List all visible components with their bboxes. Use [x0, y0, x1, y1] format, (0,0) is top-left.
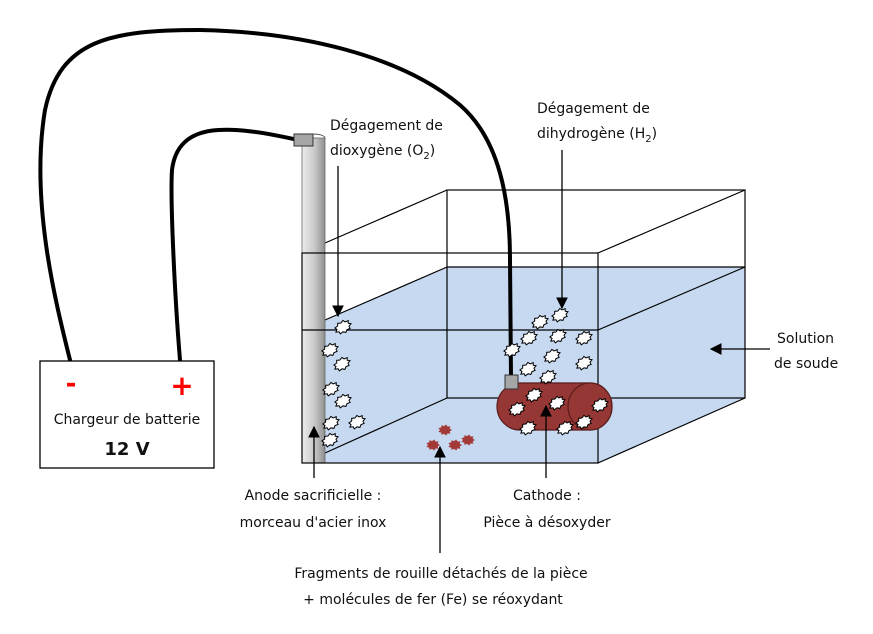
tank-front: [301, 252, 599, 464]
cathode-label: Cathode : Pièce à désoxyder: [483, 488, 610, 531]
tank-front-edge: [301, 252, 599, 464]
charger-plus-sign: +: [170, 369, 193, 402]
fragments-label-line2: + molécules de fer (Fe) se réoxydant: [303, 592, 563, 608]
wire-negative: [38, 27, 513, 380]
bubble-on-cathode: [548, 395, 566, 411]
bubble-anode: [322, 415, 340, 431]
cathode-label-line1: Cathode :: [513, 488, 581, 504]
bubble-hydrogen: [575, 355, 593, 371]
bubble-on-cathode: [508, 401, 526, 417]
cathode-label-line2: Pièce à désoxyder: [483, 515, 610, 531]
anode-connector: [293, 133, 314, 147]
hydrogen-label: Dégagement de dihydrogène (H2): [537, 101, 657, 145]
bubble-hydrogen: [549, 328, 567, 344]
bubble-hydrogen: [575, 330, 593, 346]
bubble-anode: [333, 356, 351, 372]
anode-label-line1: Anode sacrificielle :: [245, 488, 382, 504]
bubble-anode: [334, 393, 352, 409]
bubble-hydrogen: [519, 361, 537, 377]
solution-label-line1: Solution: [777, 331, 834, 347]
bubble-on-cathode: [525, 387, 543, 403]
rust-fragment: [448, 439, 462, 451]
tank-bottom-left-edge: [324, 397, 448, 454]
bubble-hydrogen: [539, 369, 557, 385]
anode-rod-body: [301, 137, 326, 464]
bubble-hydrogen: [503, 342, 521, 358]
rust-fragment: [438, 424, 452, 436]
charger-minus-sign: -: [66, 369, 77, 399]
wire-positive: [169, 127, 300, 362]
charger-label: Chargeur de batterie: [54, 412, 201, 428]
bubble-anode: [334, 319, 352, 335]
bubble-on-cathode: [556, 420, 574, 436]
rust-fragment: [461, 434, 475, 446]
tank-top-left-edge: [324, 189, 448, 244]
water-surface-right: [597, 266, 746, 331]
charger-box: [39, 360, 215, 469]
fragments-label-line1: Fragments de rouille détachés de la pièc…: [294, 566, 587, 582]
fragments-label: Fragments de rouille détachés de la pièc…: [294, 566, 587, 608]
anode-label: Anode sacrificielle : morceau d'acier in…: [240, 488, 387, 531]
anode-rod: [293, 133, 326, 464]
solution-label: Solution de soude: [774, 331, 838, 372]
bubble-on-cathode: [575, 414, 593, 430]
bubble-anode: [321, 342, 339, 358]
water-surface-left: [324, 266, 448, 321]
bubble-anode: [321, 432, 339, 448]
bubble-on-cathode: [591, 397, 609, 413]
rust-layer: [426, 424, 475, 451]
oxygen-label-line2: dioxygène (O2): [330, 143, 435, 162]
tank-top-right-edge: [597, 189, 746, 254]
anode-label-line2: morceau d'acier inox: [240, 515, 387, 531]
oxygen-label: Dégagement de dioxygène (O2): [330, 118, 443, 162]
bubble-anode: [322, 381, 340, 397]
oxygen-label-line1: Dégagement de: [330, 118, 443, 134]
hydrogen-label-line2: dihydrogène (H2): [537, 126, 657, 145]
tank-bottom-right-edge: [597, 397, 746, 464]
battery-charger: - + Chargeur de batterie 12 V: [39, 360, 215, 469]
cathode-connector: [504, 374, 519, 390]
charger-voltage: 12 V: [104, 439, 149, 460]
hydrogen-label-line1: Dégagement de: [537, 101, 650, 117]
bubbles-layer: [321, 307, 609, 448]
bubble-hydrogen: [543, 348, 561, 364]
bubble-hydrogen: [531, 314, 549, 330]
bubble-hydrogen: [551, 307, 569, 323]
bubble-on-cathode: [519, 420, 537, 436]
bubble-hydrogen: [520, 330, 538, 346]
solution-label-line2: de soude: [774, 356, 838, 372]
bubble-anode: [348, 414, 366, 430]
